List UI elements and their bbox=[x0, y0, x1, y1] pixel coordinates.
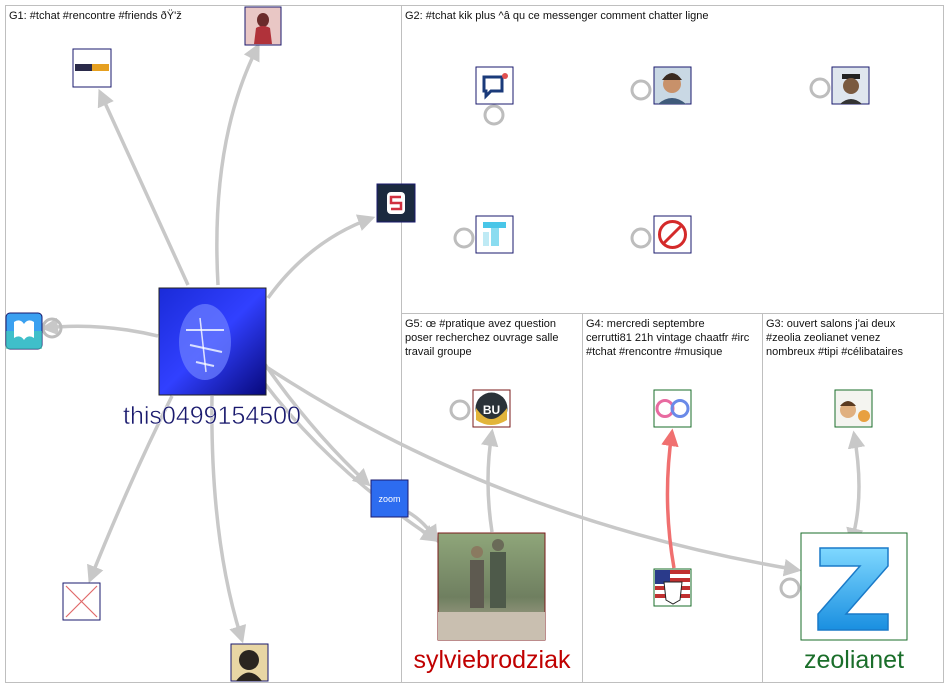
group-box-g3 bbox=[762, 313, 944, 683]
svg-text:BU: BU bbox=[483, 403, 500, 417]
edge-sylviebrodziak-to-bu bbox=[481, 428, 499, 533]
node-label-zeolianet: zeolianet bbox=[804, 646, 904, 674]
edge-zeolianet-to-avatar bbox=[846, 430, 866, 546]
node-cartoon-avatar[interactable] bbox=[834, 389, 873, 428]
edge-hub-to-zeolianet bbox=[267, 366, 802, 577]
edge-hub-to-broken-image bbox=[87, 395, 174, 584]
edge-hub-to-sylviebrodziak bbox=[260, 378, 439, 542]
self-loops bbox=[41, 77, 831, 599]
edge-zoom-to-sylviebrodziak bbox=[407, 510, 438, 543]
group-label-g3-line3: nombreux #tipi #célibataires bbox=[766, 346, 903, 358]
edge-flag-to-loop-logo bbox=[661, 428, 679, 569]
node-zoom[interactable]: zoom bbox=[370, 479, 409, 518]
node-chat-logo[interactable] bbox=[475, 66, 514, 105]
node-dtsocial-logo[interactable] bbox=[72, 48, 112, 88]
node-t-logo[interactable] bbox=[475, 215, 514, 254]
node-s-logo[interactable] bbox=[376, 183, 416, 223]
node-bu-logo[interactable]: BU bbox=[472, 389, 511, 428]
self-loop-t-logo bbox=[453, 227, 475, 249]
node-woman-avatar[interactable] bbox=[653, 66, 692, 105]
group-label-g2: G2: #tchat kik plus ^â qu ce messenger c… bbox=[405, 10, 709, 22]
node-zeolianet[interactable] bbox=[800, 532, 908, 641]
self-loop-chat-logo bbox=[483, 104, 505, 126]
group-label-g5-line2: poser recherchez ouvrage salle bbox=[405, 332, 558, 344]
node-sylviebrodziak[interactable] bbox=[437, 532, 546, 641]
group-label-g3-line2: #zeolia zeolianet venez bbox=[766, 332, 880, 344]
group-boxes bbox=[5, 5, 944, 683]
node-woman-photo[interactable] bbox=[244, 6, 282, 46]
edge-hub-to-socialnode bbox=[97, 88, 190, 286]
edge-hub-to-woman bbox=[215, 42, 260, 286]
node-this0499154500[interactable] bbox=[158, 287, 267, 396]
group-label-g3-line1: G3: ouvert salons j'ai deux bbox=[766, 318, 896, 330]
node-red-logo[interactable] bbox=[653, 215, 692, 254]
self-loop-hat-avatar bbox=[809, 77, 831, 99]
self-loop-red-logo bbox=[630, 227, 652, 249]
group-label-g4-line1: G4: mercredi septembre bbox=[586, 318, 705, 330]
group-box-g4 bbox=[582, 313, 763, 683]
group-label-g5-line1: G5: œ #pratique avez question bbox=[405, 318, 556, 330]
edge-hub-to-zoom bbox=[260, 359, 371, 487]
group-label-g4-line3: #tchat #rencontre #musique bbox=[586, 346, 722, 358]
edge-hub-to-silhouette bbox=[210, 395, 247, 644]
node-blue-app-icon[interactable] bbox=[5, 312, 43, 350]
group-label-g1: G1: #tchat #rencontre #friends ðŸ'ž bbox=[9, 10, 182, 22]
self-loop-bu-logo bbox=[449, 399, 471, 421]
group-label-g5-line3: travail groupe bbox=[405, 346, 472, 358]
node-broken-image[interactable] bbox=[62, 582, 101, 621]
node-loop-logo[interactable] bbox=[653, 389, 692, 428]
node-silhouette-photo[interactable] bbox=[230, 643, 269, 682]
group-box-g2 bbox=[401, 5, 944, 314]
node-route66-flag[interactable] bbox=[653, 568, 692, 607]
self-loop-blue-app bbox=[41, 317, 63, 339]
edge-hub-to-s-logo bbox=[266, 214, 376, 300]
node-label-sylviebrodziak: sylviebrodziak bbox=[413, 646, 571, 674]
node-hat-avatar[interactable] bbox=[831, 66, 870, 105]
edges bbox=[40, 42, 866, 644]
group-label-g4-line2: cerrutti81 21h vintage chaatfr #irc bbox=[586, 332, 750, 344]
self-loop-woman-avatar bbox=[630, 79, 652, 101]
zoom-logo-text: zoom bbox=[378, 494, 400, 504]
node-label-this0499154500: this0499154500 bbox=[123, 402, 301, 430]
edge-hub-to-blue-app bbox=[40, 317, 159, 338]
self-loop-zeolianet bbox=[779, 577, 801, 599]
